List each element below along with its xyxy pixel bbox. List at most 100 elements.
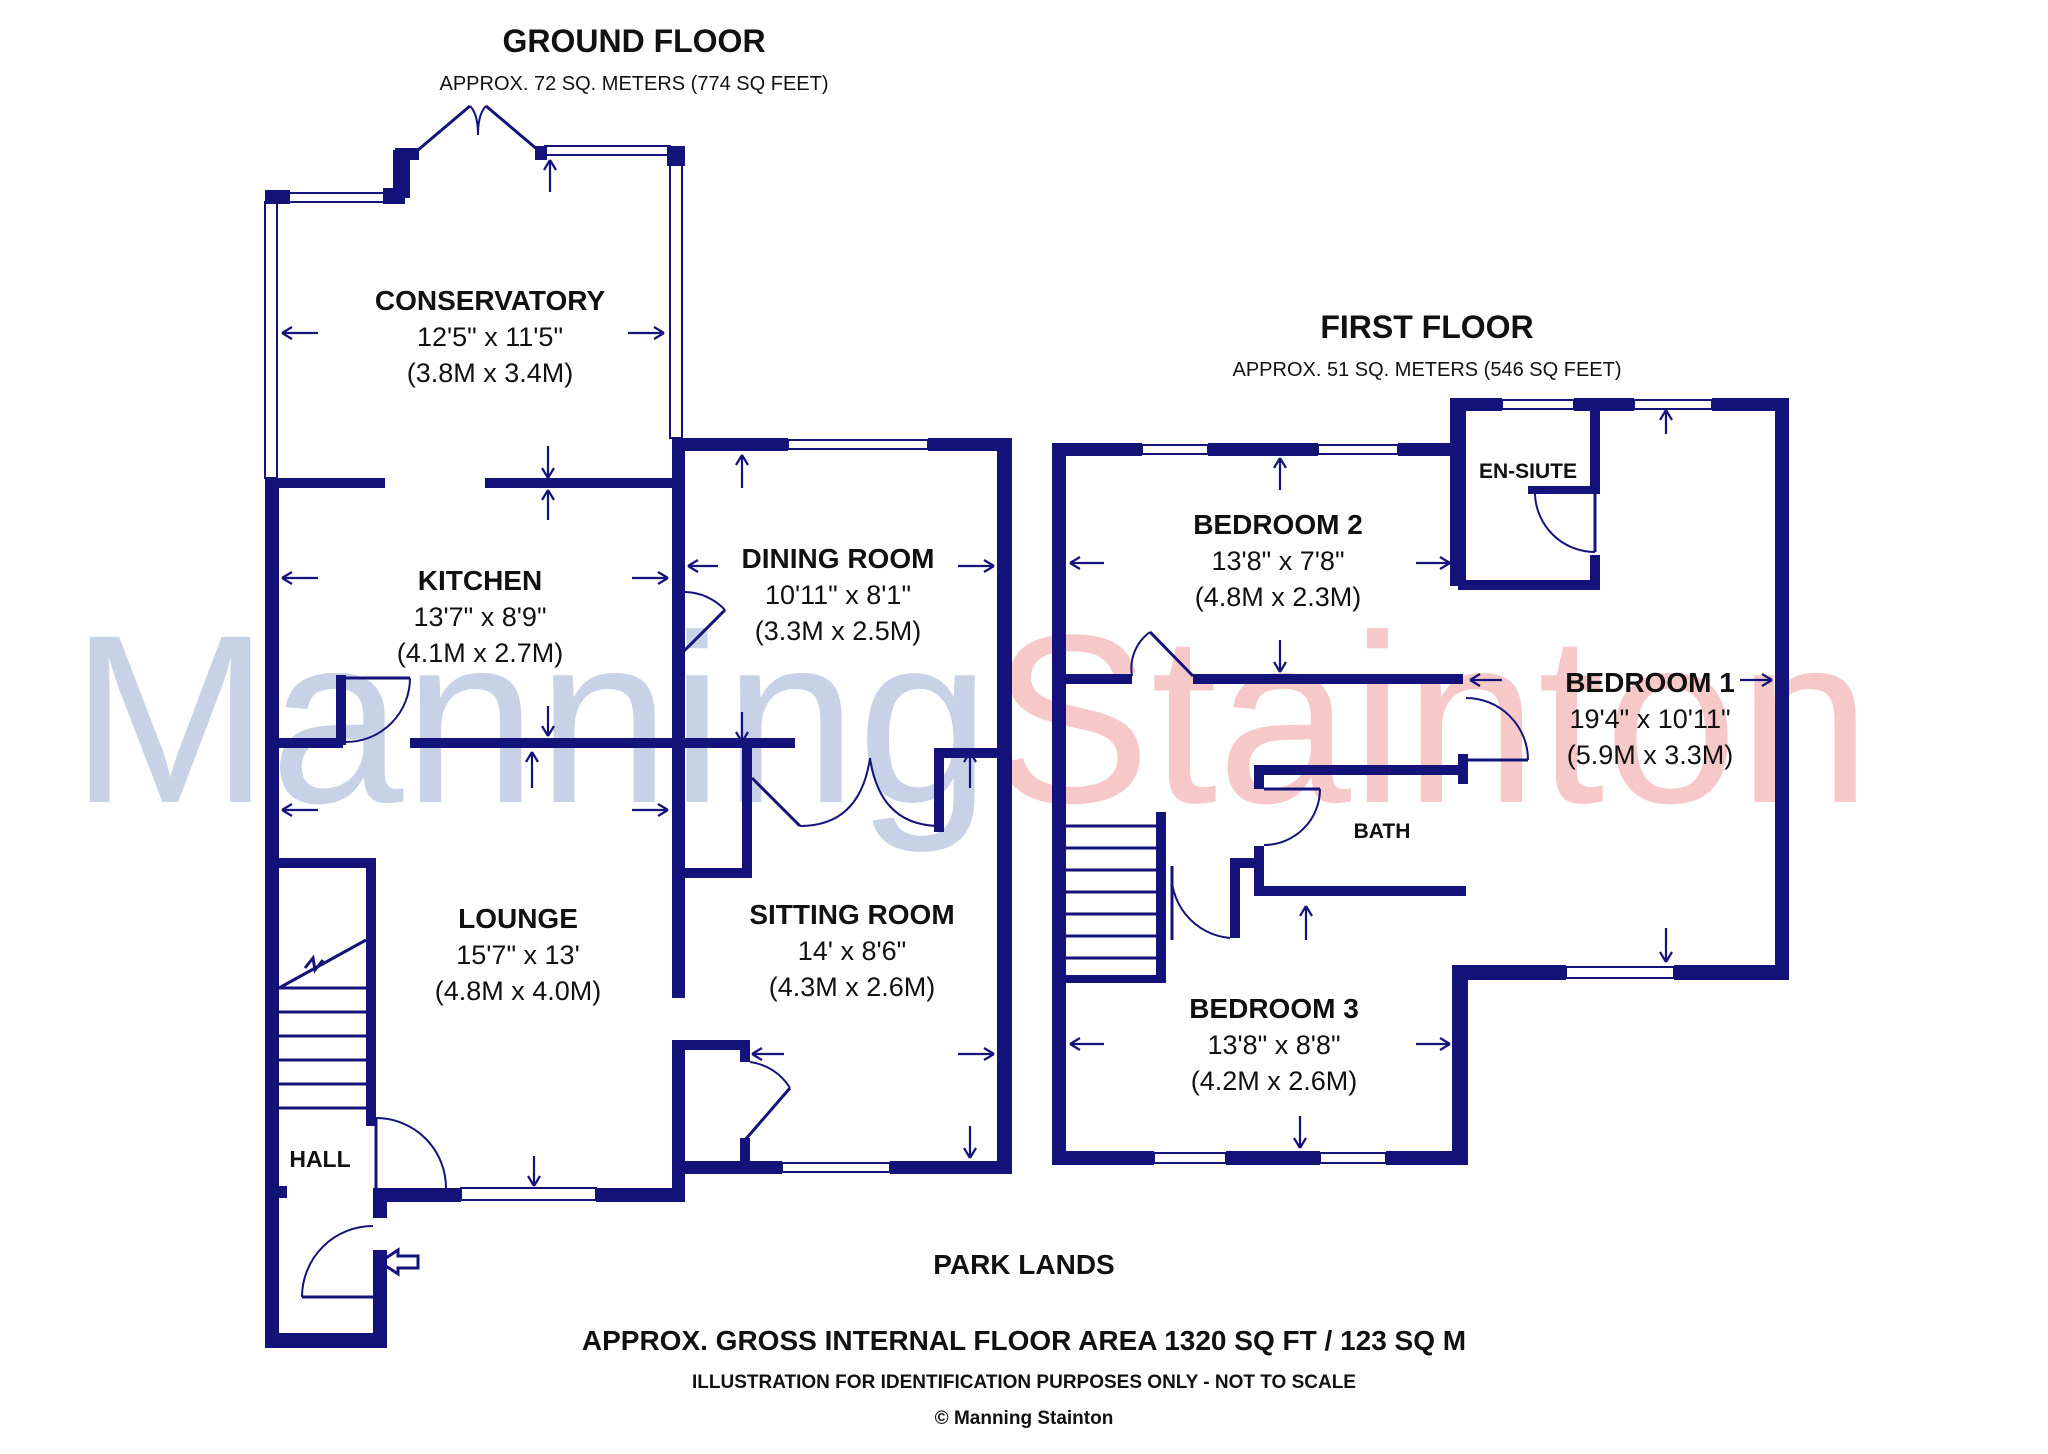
conservatory-top-left-glazing (279, 192, 391, 203)
wall (1052, 1151, 1154, 1165)
room-metric: (4.8M x 2.3M) (1195, 582, 1362, 612)
room-name: BEDROOM 2 (1193, 509, 1363, 540)
first-floor-area: APPROX. 51 SQ. METERS (546 SQ FEET) (1233, 359, 1622, 381)
first-floor-plan (1052, 398, 1789, 1165)
conservatory-right-glazing (669, 159, 683, 439)
first-floor-staircase (1066, 824, 1166, 983)
wall (265, 738, 343, 748)
room-imperial: 10'11" x 8'1" (765, 580, 911, 610)
wall (667, 146, 685, 166)
french-door-leaf (485, 104, 539, 152)
wall (1052, 443, 1066, 1165)
conservatory-top-right-glazing (544, 145, 671, 156)
door-swing (684, 591, 726, 611)
door-swing (1130, 631, 1151, 677)
wall (1230, 858, 1240, 938)
room-imperial: 13'8" x 8'8" (1207, 1030, 1340, 1060)
wall (1254, 886, 1466, 896)
wall (1590, 555, 1600, 590)
wall (1674, 965, 1789, 980)
french-door-leaf (417, 104, 471, 152)
sitting-room-window (781, 1162, 891, 1173)
wall (740, 1138, 750, 1168)
room-metric: (3.8M x 3.4M) (407, 358, 574, 388)
watermark: ManningStainton (70, 585, 1871, 853)
room-name: BEDROOM 1 (1565, 667, 1735, 698)
wall (1254, 846, 1264, 896)
first-floor-title: FIRST FLOOR (1320, 309, 1533, 345)
wall (1590, 405, 1600, 491)
bedroom1-front-window (1565, 966, 1675, 979)
wall (672, 438, 788, 451)
door-swing (1263, 788, 1321, 846)
room-name: SITTING ROOM (749, 899, 954, 930)
gross-area: APPROX. GROSS INTERNAL FLOOR AREA 1320 S… (582, 1325, 1466, 1356)
room-imperial: 15'7" x 13' (456, 940, 579, 970)
room-imperial: 14' x 8'6" (798, 936, 906, 966)
wall (890, 1161, 1012, 1174)
door-swing (1170, 865, 1231, 939)
wall (1398, 443, 1466, 456)
wall (265, 1186, 287, 1198)
door-swing (375, 1117, 447, 1189)
lounge-front-window (460, 1187, 597, 1201)
wall (1452, 965, 1468, 1165)
entrance-arrow-icon (377, 1247, 420, 1277)
room-conservatory: CONSERVATORY 12'5" x 11'5" (3.8M x 3.4M) (375, 285, 606, 388)
watermark-manning: Manning (70, 585, 991, 853)
room-ensuite: EN-SIUTE (1479, 460, 1577, 483)
room-metric: (3.3M x 2.5M) (755, 616, 922, 646)
ground-floor-title: GROUND FLOOR (502, 23, 765, 59)
wall (265, 858, 370, 868)
room-imperial: 12'5" x 11'5" (417, 322, 563, 352)
wall (672, 1040, 746, 1050)
ground-floor-plan (264, 104, 1012, 1348)
wall (1466, 965, 1566, 980)
copyright: © Manning Stainton (935, 1408, 1114, 1429)
ensuite-window (1501, 399, 1575, 410)
wall (1528, 486, 1600, 494)
room-metric: (4.2M x 2.6M) (1191, 1066, 1358, 1096)
wall (1458, 580, 1596, 590)
room-imperial: 19'4" x 10'11" (1569, 704, 1730, 734)
staircase (278, 938, 367, 1110)
wall (1450, 398, 1466, 586)
wall (265, 478, 279, 1348)
room-name: BEDROOM 3 (1189, 993, 1359, 1024)
bedroom2-window-left (1141, 444, 1209, 455)
wall (395, 148, 419, 160)
door-swing (1465, 697, 1529, 761)
room-kitchen: KITCHEN 13'7" x 8'9" (4.1M x 2.7M) (397, 565, 564, 668)
wall (742, 748, 752, 878)
wall (393, 150, 410, 198)
wall (1254, 765, 1466, 775)
wall (1450, 398, 1502, 411)
wall (740, 1040, 750, 1062)
wall (672, 1040, 685, 1200)
door-swing (749, 1061, 791, 1089)
wall (1193, 674, 1463, 684)
cupboard-door-leaf (743, 1087, 792, 1141)
wall (485, 478, 675, 488)
room-metric: (4.8M x 4.0M) (435, 976, 602, 1006)
wall (1208, 443, 1318, 456)
room-metric: (4.1M x 2.7M) (397, 638, 564, 668)
wall (1386, 1151, 1466, 1165)
wall (1712, 398, 1788, 411)
wall (1775, 398, 1789, 980)
room-bedroom-2: BEDROOM 2 13'8" x 7'8" (4.8M x 2.3M) (1193, 509, 1363, 612)
room-metric: (4.3M x 2.6M) (769, 972, 936, 1002)
bedroom1-rear-window (1633, 399, 1713, 410)
door-swing (345, 677, 411, 743)
wall (366, 858, 376, 1126)
disclaimer: ILLUSTRATION FOR IDENTIFICATION PURPOSES… (692, 1372, 1356, 1393)
bedroom3-window-left (1153, 1152, 1227, 1164)
room-metric: (5.9M x 3.3M) (1567, 740, 1734, 770)
room-name: LOUNGE (458, 903, 578, 934)
wall (672, 438, 685, 998)
dining-window (787, 439, 929, 450)
room-hall: HALL (289, 1146, 350, 1172)
room-name: KITCHEN (418, 565, 542, 596)
wall (1052, 443, 1142, 456)
